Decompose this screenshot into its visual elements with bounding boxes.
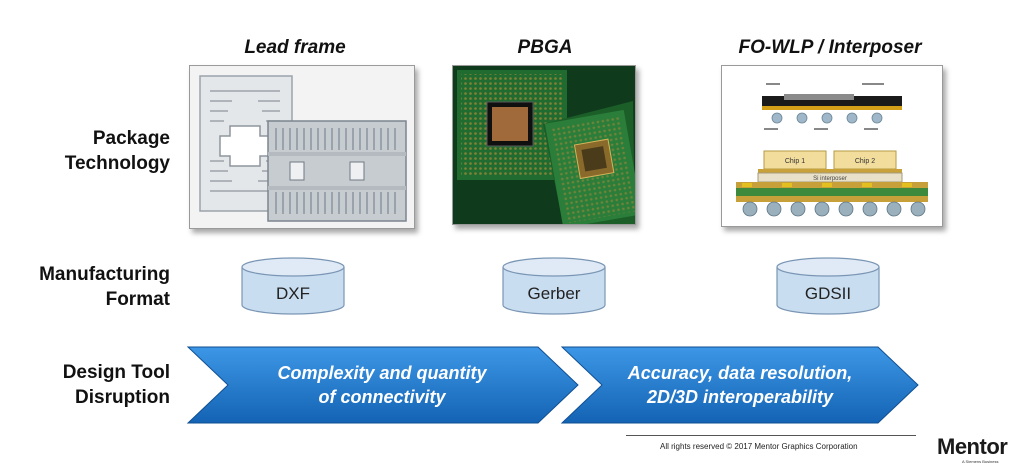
column-title-fo-wlp: FO-WLP / Interposer [738, 37, 922, 58]
database-icon [502, 257, 606, 315]
gdsii-format-cylinder: GDSII [775, 256, 881, 316]
arrow-text-line: 2D/3D interoperability [646, 387, 834, 407]
gerber-label: Gerber [527, 284, 581, 303]
row-label-line: Technology [64, 153, 170, 174]
row-label-line: Manufacturing [39, 264, 170, 285]
lead-frame-image [189, 65, 415, 229]
pbga-illustration [453, 66, 635, 224]
footer-rule [626, 435, 916, 436]
row-label-design-tool-disruption: Design Tool Disruption [10, 360, 170, 410]
mentor-logo-subtitle: A Siemens Business [962, 459, 999, 464]
gdsii-label: GDSII [804, 284, 852, 303]
column-title-pbga: PBGA [517, 37, 573, 58]
row-label-manufacturing-format: Manufacturing Format [10, 262, 170, 312]
dxf-label: DXF [276, 284, 310, 303]
column-title-lead-frame: Lead frame [244, 37, 346, 58]
lead-frame-illustration [190, 66, 414, 228]
interposer-illustration: Chip 1 Chip 2 Si interposer [722, 66, 942, 226]
row-label-package-technology: Package Technology [10, 126, 170, 176]
footer-copyright: All rights reserved © 2017 Mentor Graphi… [660, 442, 858, 451]
row-label-line: Format [105, 289, 170, 310]
arrow-complexity-text: Complexity and quantity of connectivity [226, 361, 538, 409]
dxf-format-cylinder: DXF [240, 256, 346, 316]
row-label-line: Disruption [75, 387, 170, 408]
chevron-arrow-icon [186, 346, 579, 424]
fo-wlp-interposer-image: Chip 1 Chip 2 Si interposer [721, 65, 943, 227]
database-icon [241, 257, 345, 315]
si-interposer-label: Si interposer [813, 176, 847, 182]
pbga-image [452, 65, 636, 225]
gerber-format-cylinder: Gerber [501, 256, 607, 316]
arrow-text-line: Complexity and quantity [277, 363, 487, 383]
chip1-label: Chip 1 [785, 158, 805, 165]
chip2-label: Chip 2 [855, 158, 875, 165]
arrow-accuracy: Accuracy, data resolution, 2D/3D interop… [560, 345, 920, 425]
mentor-logo: Mentor [937, 434, 1008, 459]
arrow-complexity: Complexity and quantity of connectivity [186, 345, 580, 425]
chevron-arrow-icon [560, 346, 919, 424]
arrow-text-line: Accuracy, data resolution, [627, 363, 853, 383]
row-label-line: Design Tool [62, 362, 170, 383]
row-label-line: Package [92, 128, 170, 149]
arrow-text-line: of connectivity [318, 387, 446, 407]
arrow-accuracy-text: Accuracy, data resolution, 2D/3D interop… [598, 361, 882, 409]
database-icon [776, 257, 880, 315]
